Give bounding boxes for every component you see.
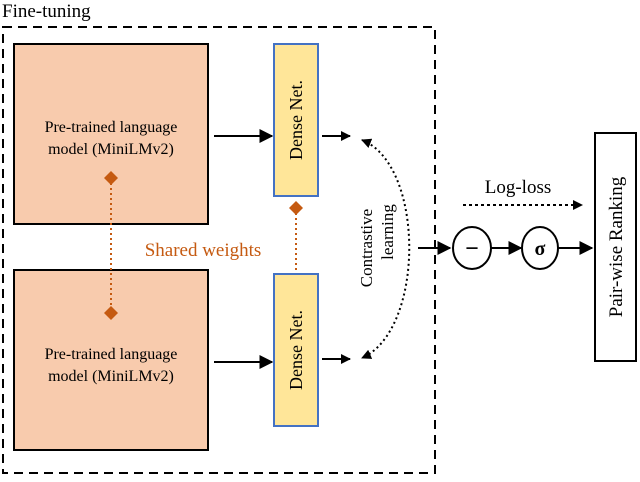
encoder-top-label-line1: Pre-trained language (45, 119, 178, 136)
dense-net-bottom-label: Dense Net. (286, 310, 306, 390)
diagram-title: Fine-tuning (2, 1, 91, 22)
dense-net-top-box (273, 43, 319, 197)
minus-symbol: − (465, 236, 479, 262)
encoder-bottom-label-line1: Pre-trained language (45, 346, 178, 363)
contrastive-label-line1: Contrastive (357, 209, 376, 287)
dense-net-bottom-box (273, 273, 319, 427)
dense-net-top-label: Dense Net. (286, 80, 306, 160)
encoder-top-label-line2: model (MiniLMv2) (48, 141, 174, 158)
shared-weights-label: Shared weights (145, 240, 262, 261)
sigma-symbol: σ (535, 238, 546, 260)
log-loss-label: Log-loss (485, 177, 552, 198)
contrastive-label-line2: learning (378, 204, 397, 260)
contrastive-learning-arc (361, 138, 411, 359)
encoder-bottom-label-line2: model (MiniLMv2) (48, 368, 174, 385)
fine-tuning-frame (2, 26, 436, 474)
pairwise-ranking-label: Pair-wise Ranking (606, 176, 627, 317)
pairwise-ranking-box (594, 132, 637, 362)
